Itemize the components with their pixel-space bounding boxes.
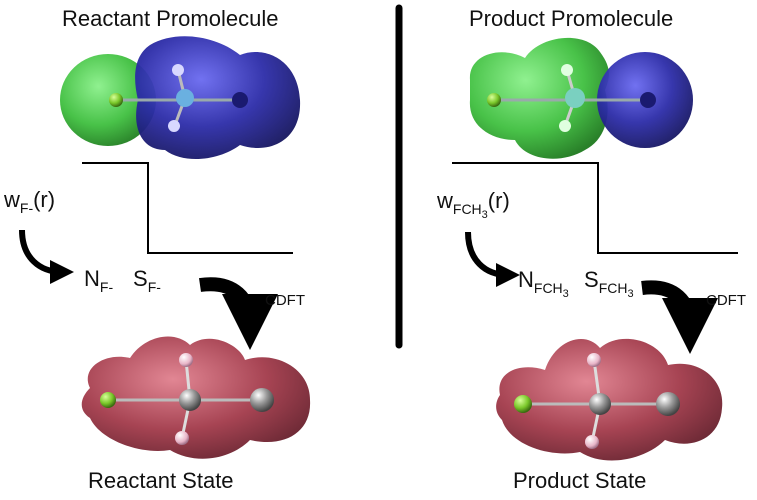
- hydrogen-atom: [175, 431, 189, 445]
- fluorine-atom: [109, 93, 123, 107]
- hydrogen-atom: [561, 64, 573, 76]
- halide-atom: [250, 388, 274, 412]
- product-small-arrow: [465, 231, 520, 287]
- product-s-label: SFCH3: [584, 267, 634, 300]
- reactant-small-arrow: [19, 229, 74, 284]
- reactant-state-surface: [81, 336, 311, 459]
- fluorine-atom: [487, 93, 501, 107]
- reactant-weight-function: wF-(r): [4, 187, 56, 216]
- fluorine-atom: [514, 395, 532, 413]
- carbon-atom: [176, 89, 194, 107]
- hydrogen-atom: [587, 353, 601, 367]
- halide-atom: [640, 92, 656, 108]
- product-promolecule-title: Product Promolecule: [469, 6, 674, 31]
- product-promolecule-surface: [469, 37, 693, 159]
- product-weight-function: wFCH3(r): [437, 188, 510, 221]
- product-state-surface: [496, 338, 723, 461]
- product-weight-step: [452, 162, 738, 254]
- reactant-state-title: Reactant State: [88, 468, 234, 493]
- reactant-promolecule-surface: [60, 36, 301, 160]
- reactant-s-label: SF-: [133, 266, 161, 295]
- hydrogen-atom: [168, 120, 180, 132]
- carbon-atom: [565, 88, 585, 108]
- hydrogen-atom: [559, 120, 571, 132]
- carbon-atom: [179, 389, 201, 411]
- hydrogen-atom: [179, 353, 193, 367]
- reactant-cdft-label: CDFT: [265, 292, 305, 309]
- reactant-n-label: NF-: [84, 266, 114, 295]
- product-cdft-label: CDFT: [706, 292, 746, 309]
- fluorine-atom: [100, 392, 116, 408]
- reactant-promolecule-title: Reactant Promolecule: [62, 6, 279, 31]
- carbon-atom: [589, 393, 611, 415]
- product-n-label: NFCH3: [518, 267, 569, 300]
- reactant-weight-step: [82, 162, 293, 254]
- halide-atom: [656, 392, 680, 416]
- hydrogen-atom: [585, 435, 599, 449]
- reactant-cdft-arrow: [199, 277, 278, 350]
- hydrogen-atom: [172, 64, 184, 76]
- product-state-title: Product State: [513, 468, 647, 493]
- halide-atom: [232, 92, 248, 108]
- product-cdft-arrow: [641, 280, 718, 354]
